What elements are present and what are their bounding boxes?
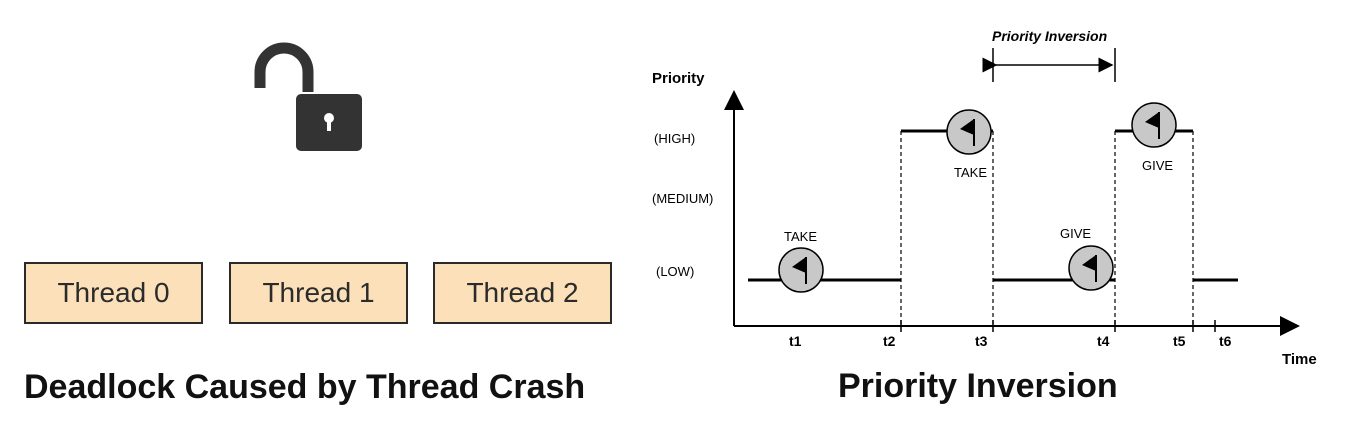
event-give-high: GIVE (1142, 158, 1173, 173)
level-medium: (MEDIUM) (652, 191, 713, 206)
open-padlock-icon (254, 42, 362, 151)
thread-label: Thread 0 (57, 277, 170, 308)
flag-icon (946, 109, 992, 155)
tick-t2: t2 (883, 333, 896, 349)
thread-label: Thread 2 (466, 277, 579, 308)
tick-t6: t6 (1219, 333, 1232, 349)
priority-inversion-caption: Priority Inversion (838, 367, 1118, 405)
deadlock-caption: Deadlock Caused by Thread Crash (24, 368, 586, 406)
event-take-high: TAKE (954, 165, 987, 180)
x-axis-label: Time (1282, 351, 1317, 368)
thread-box-0: Thread 0 (24, 262, 203, 324)
level-high: (HIGH) (654, 131, 695, 146)
thread-box-2: Thread 2 (433, 262, 612, 324)
flag-icon (1131, 102, 1177, 148)
tick-t3: t3 (975, 333, 988, 349)
thread-label: Thread 1 (262, 277, 375, 308)
thread-box-1: Thread 1 (229, 262, 408, 324)
span-label: Priority Inversion (992, 28, 1107, 44)
deadlock-panel (0, 0, 640, 439)
flag-icon (778, 247, 824, 293)
y-axis-label: Priority (652, 70, 705, 87)
dashed-transitions (900, 131, 1194, 326)
tick-t1: t1 (789, 333, 802, 349)
tick-t5: t5 (1173, 333, 1186, 349)
event-give-low: GIVE (1060, 226, 1091, 241)
flag-icon (1068, 245, 1114, 291)
event-take-low: TAKE (784, 229, 817, 244)
level-low: (LOW) (656, 264, 694, 279)
tick-t4: t4 (1097, 333, 1110, 349)
